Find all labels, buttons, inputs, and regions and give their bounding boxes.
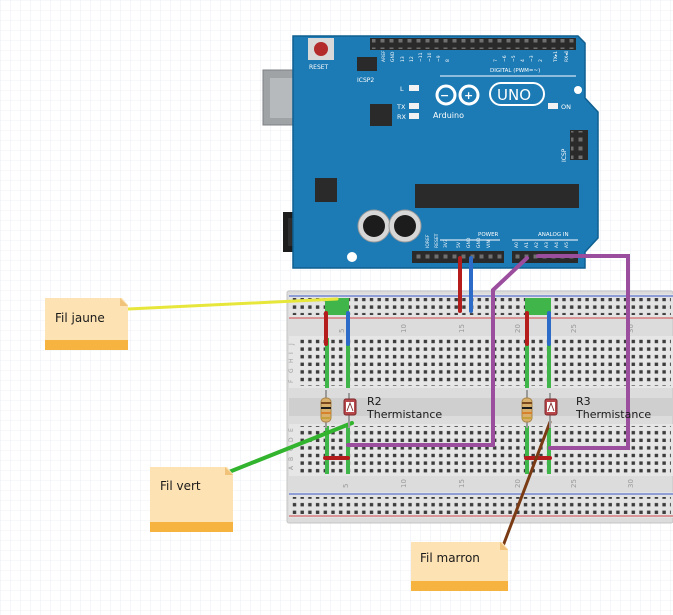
note-text: Fil jaune xyxy=(55,311,105,325)
tx-led xyxy=(409,103,419,109)
row-letter: I xyxy=(288,352,295,354)
gnd-label: GND xyxy=(390,51,396,62)
analog-pin-label: A5 xyxy=(564,242,570,248)
rx-led xyxy=(409,113,419,119)
r2-name: R2 xyxy=(367,395,382,408)
uno-badge xyxy=(489,82,545,106)
column-number: 15 xyxy=(458,324,466,333)
breadboard: 5 10 15 20 25 30 5 10 15 20 25 30 J I H … xyxy=(286,290,673,524)
analog-label: ANALOG IN xyxy=(538,232,569,238)
arduino-label: Arduino xyxy=(433,111,464,120)
digital-pin-label: ~3 xyxy=(529,55,535,62)
digital-pin-label: RX◂0 xyxy=(564,51,570,62)
digital-pin-label: ~10 xyxy=(427,52,433,62)
arduino-uno-board: RESET DIGITAL (PWM=~) ICSP2 L TX RX − + … xyxy=(262,35,599,269)
column-number: 10 xyxy=(400,479,408,488)
svg-text:−: − xyxy=(440,89,449,102)
resistor-right xyxy=(521,390,533,428)
rx-led-label: RX xyxy=(397,113,407,121)
wire-brown[interactable] xyxy=(501,420,552,548)
column-number: 30 xyxy=(627,324,635,333)
r2-type: Thermistance xyxy=(366,408,442,421)
row-letter: E xyxy=(288,428,295,432)
note-text: Fil vert xyxy=(160,479,201,493)
digital-pin-label: 7 xyxy=(493,59,499,62)
digital-pin-label: ~9 xyxy=(436,55,442,62)
row-letter: H xyxy=(288,358,295,363)
reset-label: RESET xyxy=(309,64,329,71)
l-led-label: L xyxy=(400,85,404,93)
power-pin-label: GND xyxy=(476,237,482,248)
row-letter: G xyxy=(288,368,295,373)
wire-purple-a2[interactable] xyxy=(536,254,630,450)
column-number: 10 xyxy=(400,324,408,333)
thermistor-r2 xyxy=(343,393,357,428)
power-pin-label: RESET xyxy=(434,233,440,248)
row-letter: D xyxy=(288,437,295,442)
l-led xyxy=(409,85,419,91)
power-pin-label: VIN xyxy=(486,240,492,248)
column-number: 20 xyxy=(514,479,522,488)
tx-led-label: TX xyxy=(396,103,406,111)
wire-yellow[interactable] xyxy=(126,297,339,311)
row-letter: A xyxy=(288,465,295,470)
voltage-regulator xyxy=(315,178,337,202)
row-letter: J xyxy=(288,343,295,346)
digital-pin-label: 12 xyxy=(409,56,415,62)
column-number: 5 xyxy=(342,484,350,488)
on-led-label: ON xyxy=(561,103,571,111)
column-number: 5 xyxy=(338,329,346,333)
digital-pin-label: TX▸1 xyxy=(553,51,559,63)
column-number: 25 xyxy=(570,479,578,488)
analog-pin-label: A0 xyxy=(514,242,520,248)
aref-label: AREF xyxy=(381,50,387,62)
power-pin-label: 5V xyxy=(456,241,462,248)
column-number: 30 xyxy=(627,479,635,488)
thermistor-r3 xyxy=(544,393,558,428)
digital-pin-label: ~5 xyxy=(511,55,517,62)
microcontroller xyxy=(415,184,579,208)
note-brown-wire: Fil marron xyxy=(411,542,508,591)
analog-pin-label: A3 xyxy=(544,242,550,248)
wire-purple-a1[interactable] xyxy=(346,256,529,447)
digital-pin-label: 4 xyxy=(520,59,526,62)
column-number: 20 xyxy=(514,324,522,333)
icsp-label: ICSP xyxy=(561,148,568,162)
note-green-wire: Fil vert xyxy=(150,467,233,532)
note-yellow-wire: Fil jaune xyxy=(45,298,128,350)
wire-green[interactable] xyxy=(227,421,354,474)
power-pin-label: 3V3 xyxy=(443,239,449,248)
svg-text:+: + xyxy=(464,89,473,102)
center-channel xyxy=(289,398,673,416)
usb-chip xyxy=(370,104,392,126)
power-pin-label: IOREF xyxy=(425,234,431,248)
on-led xyxy=(548,103,558,109)
analog-pin-label: A1 xyxy=(524,242,530,248)
resistor-left xyxy=(320,390,332,428)
power-pin-label: GND xyxy=(466,237,472,248)
digital-pin-label: 8 xyxy=(445,59,451,62)
icsp2-header xyxy=(357,57,377,71)
wires xyxy=(126,254,630,548)
analog-pin-label: A4 xyxy=(554,242,560,248)
digital-pin-label: ~6 xyxy=(502,55,508,62)
row-letter: B xyxy=(288,457,295,461)
digital-pin-label: 13 xyxy=(400,56,406,62)
note-text: Fil marron xyxy=(420,551,480,565)
power-label: POWER xyxy=(478,232,499,238)
analog-pin-label: A2 xyxy=(534,242,540,248)
column-number: 25 xyxy=(570,324,578,333)
column-number: 15 xyxy=(458,479,466,488)
arduino-logo xyxy=(435,84,480,106)
digital-pin-label: ~11 xyxy=(418,52,424,62)
digital-pin-label: 2 xyxy=(538,59,544,62)
uno-label: UNO xyxy=(497,86,531,104)
r3-name: R3 xyxy=(576,395,591,408)
icsp2-label: ICSP2 xyxy=(357,77,374,84)
row-letter: F xyxy=(288,379,295,383)
r3-type: Thermistance xyxy=(575,408,651,421)
digital-label: DIGITAL (PWM=~) xyxy=(490,68,540,74)
